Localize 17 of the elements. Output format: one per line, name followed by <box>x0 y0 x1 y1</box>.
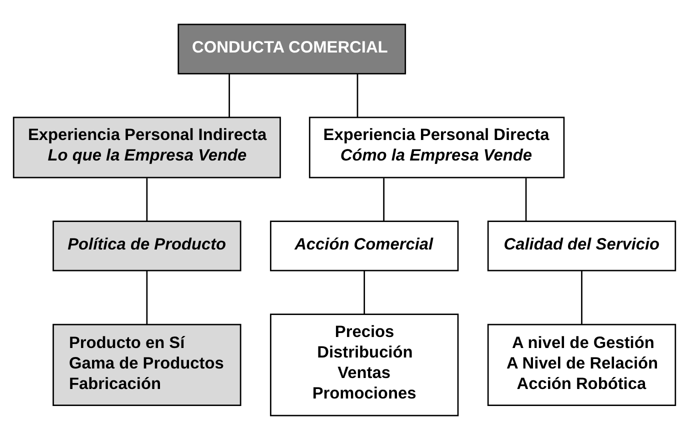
connector <box>228 74 230 118</box>
node-box: Experiencia Personal Indirecta Lo que la Empresa Vende <box>12 116 281 178</box>
node-box: Calidad del Servicio <box>487 220 676 272</box>
connector <box>383 178 384 221</box>
node-box: Precios Distribución Ventas Promociones <box>270 314 459 416</box>
connector <box>146 178 148 221</box>
node-box: Acción Comercial <box>270 220 459 272</box>
connector <box>525 178 527 221</box>
node-box: Política de Producto <box>52 220 242 272</box>
node-box: Experiencia Personal Directa Cómo la Empresa Vende <box>308 116 565 178</box>
connector <box>146 270 148 324</box>
connector <box>364 270 365 314</box>
connector <box>356 74 358 118</box>
node-box: A nivel de Gestión A Nivel de Relación Acción Robótica <box>487 324 676 406</box>
connector <box>581 270 582 324</box>
node-box: CONDUCTA COMERCIAL <box>178 24 406 74</box>
node-box: Producto en Sí Gama de Productos Fabricación <box>52 324 242 406</box>
